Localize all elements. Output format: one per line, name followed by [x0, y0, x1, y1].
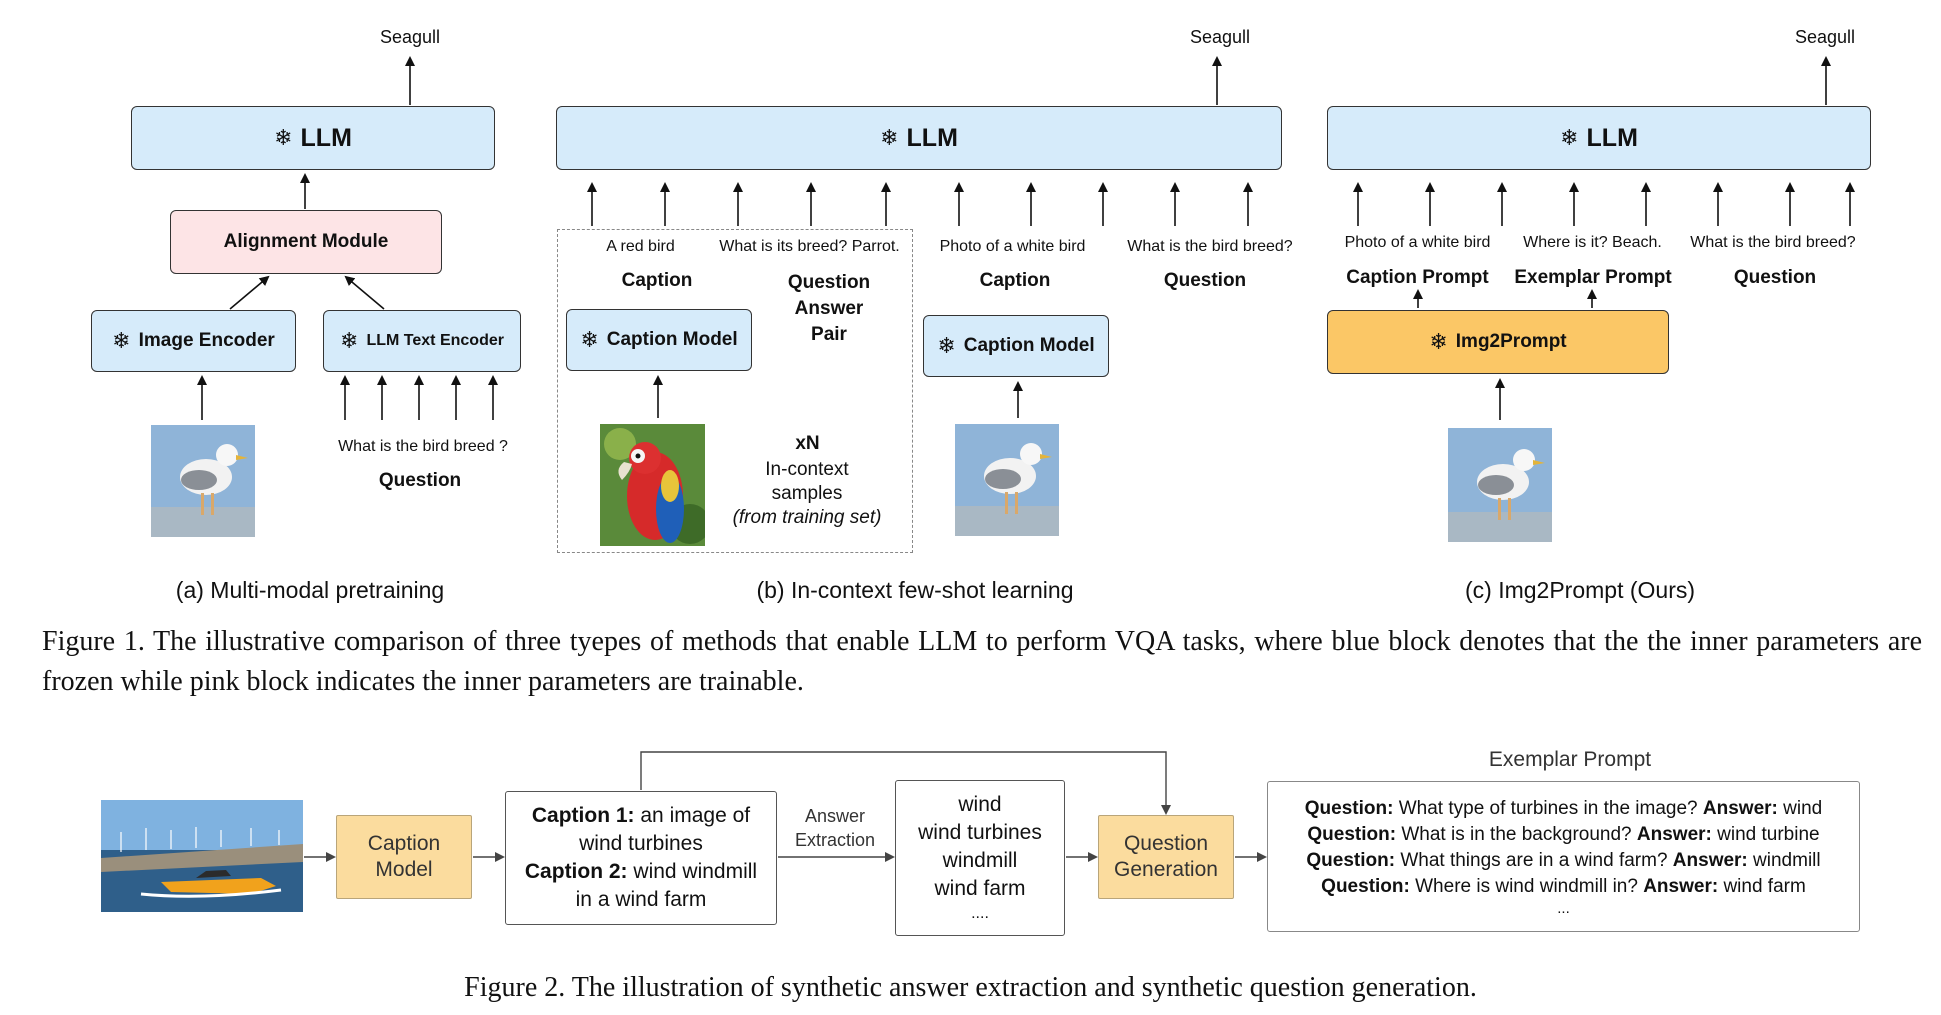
panel-b-question-label: Question — [1163, 270, 1247, 291]
speedboat-photo — [101, 800, 303, 912]
exemplar-question: What type of turbines in the image? — [1398, 797, 1698, 819]
answer-item: wind — [958, 793, 1002, 816]
panel-b-subtitle: (b) In-context few-shot learning — [756, 577, 1074, 603]
llm-label: LLM — [300, 123, 352, 152]
caption-model-label: Caption Model — [606, 329, 738, 350]
exemplar-line: Question: What type of turbines in the i… — [1305, 796, 1822, 822]
snowflake-icon: ❄ — [580, 327, 599, 352]
snowflake-icon: ❄ — [1560, 125, 1579, 150]
text-encoder-label: LLM Text Encoder — [366, 332, 504, 349]
incontext-samples-frame — [557, 229, 913, 553]
exemplar-line: Question: Where is wind windmill in? Ans… — [1321, 874, 1806, 900]
exemplar-question: What is in the background? — [1401, 823, 1632, 845]
question-generation-label: Question Generation — [1114, 832, 1218, 881]
panel-b-caption-label-2: Caption — [979, 270, 1051, 291]
seagull-photo — [151, 425, 255, 537]
answer-item: windmill — [942, 849, 1018, 872]
parrot-photo — [600, 424, 705, 546]
panel-c-output: Seagull — [1794, 27, 1856, 47]
panel-b-caption-label-1: Caption — [621, 270, 693, 291]
from-training-label: (from training set) — [732, 507, 882, 528]
answer-key: Answer: — [1636, 823, 1712, 845]
panel-a-question-text: What is the bird breed ? — [338, 438, 508, 455]
panel-c-question-text: What is the bird breed? — [1690, 234, 1856, 251]
exemplar-ellipsis: ... — [1557, 899, 1570, 917]
panel-b-output: Seagull — [1189, 27, 1251, 47]
question-generation-box: Question Generation — [1098, 815, 1234, 899]
snowflake-icon: ❄ — [880, 125, 899, 150]
caption-2-line: Caption 2: wind windmill in a wind farm — [514, 858, 768, 914]
caption-1-label: Caption 1: — [531, 804, 635, 827]
panel-a-subtitle: (a) Multi-modal pretraining — [175, 577, 445, 603]
panel-b-question-text: What is the bird breed? — [1127, 238, 1293, 255]
answer-item: wind turbines — [918, 821, 1042, 844]
answers-box: wind wind turbines windmill wind farm ..… — [895, 780, 1065, 936]
caption-model-label: Caption Model — [963, 335, 1095, 356]
fig2-caption-model-box: Caption Model — [336, 815, 472, 899]
figure1-caption: Figure 1. The illustrative comparison of… — [42, 626, 1922, 697]
answer-item: wind farm — [934, 877, 1026, 900]
panel-c-caption-text: Photo of a white bird — [1344, 234, 1491, 251]
answer-item: .... — [971, 905, 989, 922]
answer-key: Answer: — [1672, 849, 1748, 871]
exemplar-question: Where is wind windmill in? — [1415, 875, 1638, 897]
exemplar-question: What things are in a wind farm? — [1400, 849, 1668, 871]
exemplar-answer: windmill — [1753, 849, 1821, 871]
panel-c-exemplar-text: Where is it? Beach. — [1523, 234, 1662, 251]
seagull-photo — [1448, 428, 1552, 542]
panel-c-llm-box: ❄ LLM — [1327, 106, 1871, 170]
seagull-photo — [955, 424, 1059, 536]
exemplar-answer: wind turbine — [1717, 823, 1820, 845]
answer-key: Answer: — [1702, 797, 1778, 819]
panel-c-question-label: Question — [1733, 267, 1817, 288]
caption-2-label: Caption 2: — [524, 860, 628, 883]
snowflake-icon: ❄ — [112, 328, 131, 353]
exemplar-answer: wind farm — [1723, 875, 1806, 897]
image-encoder-box: ❄ Image Encoder — [91, 310, 296, 372]
figure2-caption: Figure 2. The illustration of synthetic … — [464, 972, 1477, 1003]
snowflake-icon: ❄ — [274, 125, 293, 150]
captions-box: Caption 1: an image of wind turbines Cap… — [505, 791, 777, 925]
llm-label: LLM — [1586, 123, 1638, 152]
exemplar-answer: wind — [1783, 797, 1823, 819]
panel-a-llm-box: ❄ LLM — [131, 106, 495, 170]
panel-b-caption-text-2: Photo of a white bird — [939, 238, 1086, 255]
answer-extraction-label: Answer Extraction — [794, 806, 876, 850]
alignment-module-box: Alignment Module — [170, 210, 442, 274]
question-key: Question: — [1321, 875, 1410, 897]
question-key: Question: — [1306, 849, 1396, 871]
llm-label: LLM — [906, 123, 958, 152]
panel-b-llm-box: ❄ LLM — [556, 106, 1282, 170]
caption-2-text: wind windmill in a wind farm — [575, 860, 758, 911]
fig2-caption-model-label: Caption Model — [367, 832, 441, 881]
exemplar-prompt-title: Exemplar Prompt — [1488, 748, 1652, 771]
qa-pair-label: Question Answer Pair — [787, 272, 871, 345]
img2prompt-label: Img2Prompt — [1455, 331, 1567, 352]
question-key: Question: — [1307, 823, 1397, 845]
panel-a-output: Seagull — [379, 27, 441, 47]
panel-a-question-label: Question — [378, 470, 462, 491]
snowflake-icon: ❄ — [937, 333, 956, 358]
question-key: Question: — [1304, 797, 1394, 819]
exemplar-line: Question: What things are in a wind farm… — [1306, 848, 1820, 874]
caption-prompt-label: Caption Prompt — [1346, 267, 1489, 288]
sample-caption-text: A red bird — [606, 238, 675, 255]
img2prompt-box: ❄ Img2Prompt — [1327, 310, 1669, 374]
exemplar-line: Question: What is in the background? Ans… — [1307, 822, 1819, 848]
image-encoder-label: Image Encoder — [138, 330, 275, 351]
answer-key: Answer: — [1643, 875, 1719, 897]
caption-model-box-2: ❄ Caption Model — [923, 315, 1109, 377]
incontext-label: In-context samples — [765, 459, 849, 504]
alignment-module-label: Alignment Module — [223, 231, 389, 252]
exemplar-prompt-box: Question: What type of turbines in the i… — [1267, 781, 1860, 932]
text-encoder-box: ❄ LLM Text Encoder — [323, 310, 521, 372]
snowflake-icon: ❄ — [1429, 329, 1448, 354]
caption-model-box-1: ❄ Caption Model — [566, 309, 752, 371]
snowflake-icon: ❄ — [340, 328, 359, 353]
exemplar-prompt-label: Exemplar Prompt — [1514, 267, 1672, 288]
panel-c-subtitle: (c) Img2Prompt (Ours) — [1464, 577, 1696, 603]
sample-qa-text: What is its breed? Parrot. — [719, 238, 900, 255]
xn-label: xN — [795, 433, 820, 454]
caption-1-line: Caption 1: an image of wind turbines — [514, 802, 768, 858]
